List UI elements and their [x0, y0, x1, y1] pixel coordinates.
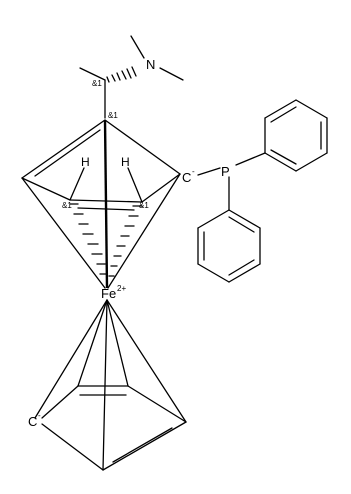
phosphorus-atom-label: P	[221, 164, 230, 179]
diphenylphosphino-group	[197, 99, 328, 283]
iron-atom-label: Fe	[101, 286, 116, 301]
stereo-label-ring-top: &1	[108, 111, 118, 120]
nitrogen-atom-label: N	[146, 57, 155, 72]
carbanion-top-label: C	[182, 170, 191, 185]
stereo-label-ring-left: &1	[62, 201, 72, 210]
stereo-label-ring-right: &1	[139, 201, 149, 210]
hashed-bond-right	[108, 205, 143, 277]
carbanion-bottom-label: C	[28, 414, 37, 429]
hashed-wedge-bond	[106, 66, 137, 83]
lower-cyclopentadienyl-ring	[34, 299, 187, 471]
carbanion-top-charge: -	[192, 167, 195, 176]
iron-charge: 2+	[117, 284, 126, 293]
dimethylaminoethyl-group	[79, 35, 184, 119]
phenyl-ring-lower	[197, 209, 261, 283]
carbanion-bottom-charge: -	[38, 411, 41, 420]
hydrogen-right-label: H	[121, 155, 130, 169]
upper-cyclopentadienyl-ring	[21, 119, 181, 211]
hydrogen-left-label: H	[81, 155, 90, 169]
ring-iron-bonds	[21, 119, 181, 289]
hashed-bond-left	[69, 203, 108, 275]
stereo-label-side-chain: &1	[92, 79, 102, 88]
phenyl-ring-upper	[264, 99, 328, 172]
